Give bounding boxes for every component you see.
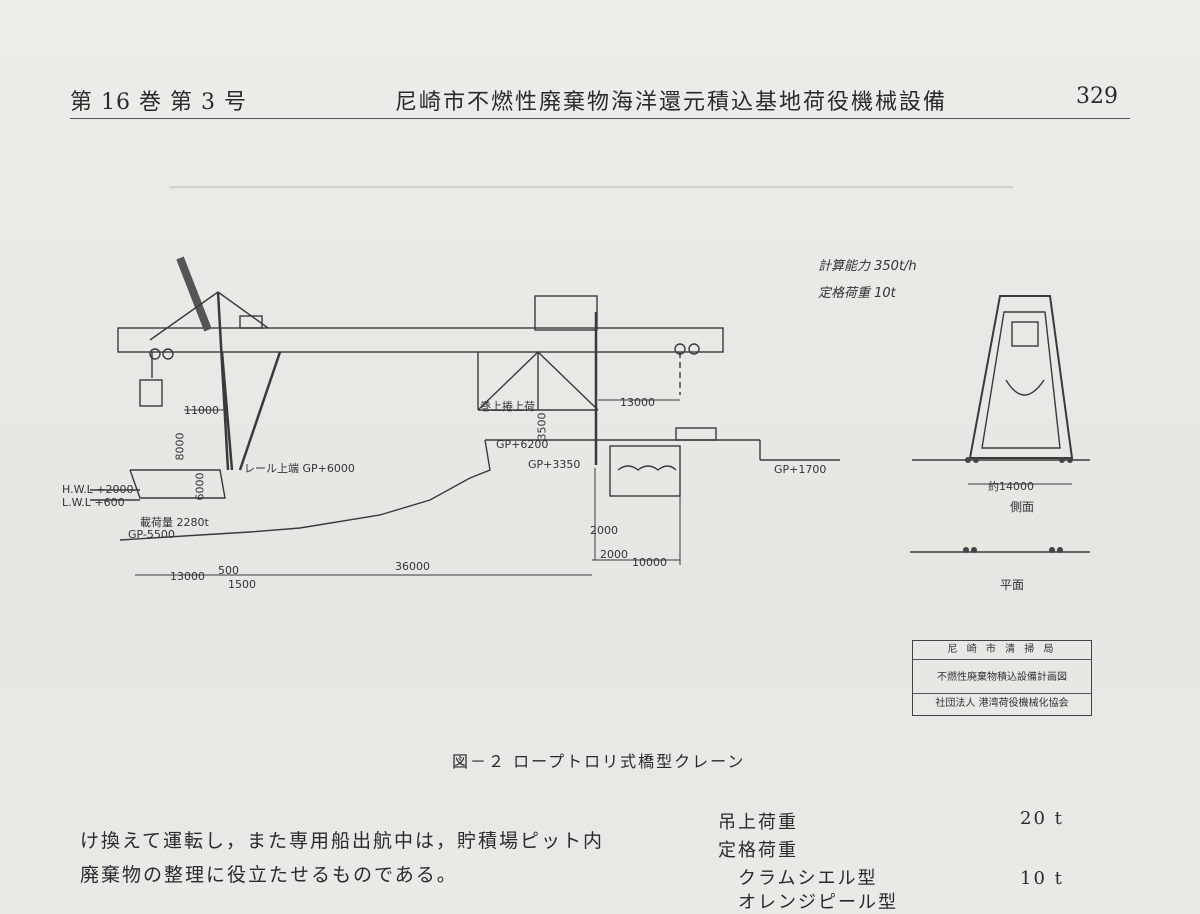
a-frame-right — [217, 291, 269, 329]
dim-13000b-label: 13000 — [170, 570, 205, 583]
gp-minus-label: GP-5500 — [128, 528, 175, 541]
page-header: 第 16 巻 第 3 号 尼崎市不燃性廃棄物海洋還元積込基地荷役機械設備 329 — [70, 84, 1130, 119]
dim-14000-label: 約14000 — [988, 480, 1034, 493]
ship-hull — [129, 469, 226, 499]
body-text-line-1: け換えて運転し，また専用船出航中は，貯積場ピット内 — [80, 830, 605, 852]
spec-capacity: 計算能力 350t/h — [818, 259, 917, 274]
dim-2000a-label: 2000 — [590, 524, 618, 537]
bleed-through-text: ━━━━━━━━━━━━━━━━━━━━━━━━━━━━━━━━━━━━━━━━… — [170, 180, 1013, 196]
spec-label-clamshell: クラムシエル型 — [738, 868, 878, 889]
volume-issue: 第 16 巻 第 3 号 — [70, 90, 247, 115]
wheel-3 — [1059, 457, 1065, 463]
spec-rated-load: 定格荷重 10t — [818, 286, 896, 301]
dim-36000-label: 36000 — [395, 560, 430, 573]
machinery-house — [534, 295, 598, 331]
dim-500-label: 500 — [218, 564, 239, 577]
side-view-bucket — [1005, 379, 1045, 396]
wheel-1 — [965, 457, 971, 463]
lwl-label: L.W.L +600 — [62, 496, 125, 509]
plan-wheel-2 — [971, 547, 977, 553]
title-block-org: 尼 崎 市 清 掃 局 — [913, 641, 1091, 660]
hwl-label: H.W.L +2000 — [62, 483, 134, 496]
load-label: 載荷量 2280t — [140, 516, 209, 529]
spec-label-lift-load: 吊上荷重 — [718, 812, 798, 833]
cab — [239, 315, 263, 329]
waste-pile — [617, 465, 677, 471]
dim-3500-label: 3500 — [535, 412, 549, 441]
spec-label-rated-load: 定格荷重 — [718, 840, 798, 861]
leg-mid — [220, 351, 234, 471]
dim-6000-label: 6000 — [193, 472, 207, 501]
side-view-frame — [968, 295, 1074, 459]
wheel-2 — [973, 457, 979, 463]
hoist-label: 巻上捲上荷 — [480, 400, 535, 413]
dump-truck — [675, 427, 717, 441]
leg-left — [238, 351, 282, 471]
a-frame-leg — [216, 291, 230, 471]
figure-caption: 図－２ ロープトロリ式橋型クレーン — [452, 752, 746, 771]
spec-label-orange-peel: オレンジピール型 — [738, 892, 898, 913]
gp-1700: GP+1700 — [774, 463, 827, 476]
main-girder — [117, 327, 724, 353]
dim-11000-label: 11000 — [184, 404, 219, 417]
page-number: 329 — [1076, 84, 1118, 109]
body-text-line-2: 廃棄物の整理に役立たせるものである。 — [80, 864, 458, 886]
gp-6200: GP+6200 — [496, 438, 549, 451]
side-view-trolley — [1011, 321, 1039, 347]
wheel-4 — [1067, 457, 1073, 463]
raised-boom — [176, 256, 212, 332]
sheave-2 — [162, 348, 174, 360]
plan-wheel-4 — [1057, 547, 1063, 553]
sheave-4 — [688, 343, 700, 355]
running-title: 尼崎市不燃性廃棄物海洋還元積込基地荷役機械設備 — [395, 90, 948, 115]
storage-pit — [609, 445, 681, 497]
plan-wheel-1 — [963, 547, 969, 553]
side-view-label: 側面 — [1010, 500, 1035, 514]
dim-2000b-label: 2000 — [600, 548, 628, 561]
spec-value-lift-load: 20 t — [1020, 808, 1064, 829]
plan-wheel-3 — [1049, 547, 1055, 553]
gp-3350: GP+3350 — [528, 458, 581, 471]
seabed-line — [119, 439, 491, 541]
dim-10000-label: 10000 — [632, 556, 667, 569]
spec-value-clamshell: 10 t — [1020, 868, 1064, 889]
a-frame-left — [149, 291, 219, 341]
bucket-left — [139, 379, 163, 407]
rail-label: レール上端 GP+6000 — [244, 462, 355, 475]
title-block-company: 社団法人 港湾荷役機械化協会 — [935, 698, 1069, 709]
plan-view-label: 平面 — [1000, 578, 1025, 592]
dim-13000-label: 13000 — [620, 396, 655, 409]
title-block-drawing-name: 不燃性廃棄物積込設備計画図 — [913, 663, 1091, 694]
dim-1500-label: 1500 — [228, 578, 256, 591]
sheave-1 — [149, 348, 161, 360]
drawing-title-block: 尼 崎 市 清 掃 局 不燃性廃棄物積込設備計画図 社団法人 港湾荷役機械化協会 — [912, 640, 1092, 716]
dim-8000-label: 8000 — [173, 432, 187, 461]
side-view-inner — [981, 311, 1061, 449]
